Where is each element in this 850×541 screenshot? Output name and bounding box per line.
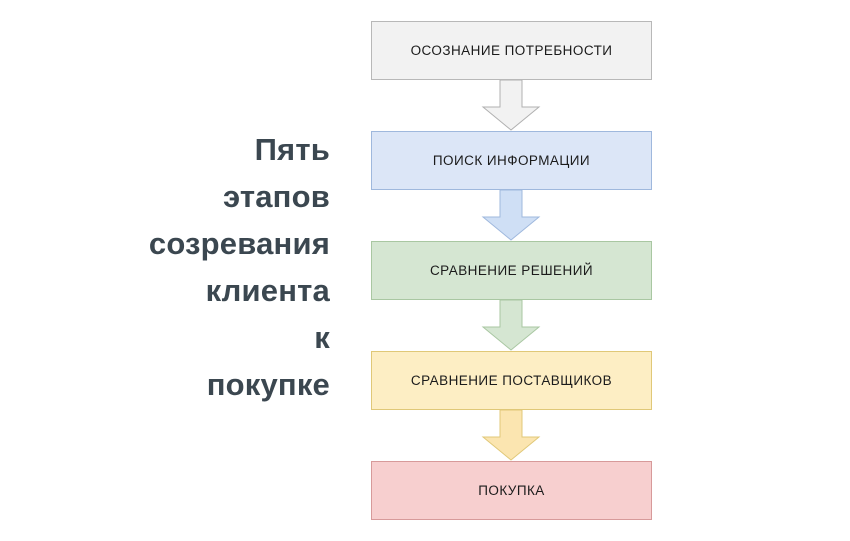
stage-flow-column: ОСОЗНАНИЕ ПОТРЕБНОСТИ ПОИСК ИНФОРМАЦИИ С… xyxy=(371,21,652,521)
down-block-arrow-icon xyxy=(475,190,547,241)
down-block-arrow-icon xyxy=(475,300,547,351)
stage-box-purchase[interactable]: ПОКУПКА xyxy=(371,461,652,520)
stage-box-information-search[interactable]: ПОИСК ИНФОРМАЦИИ xyxy=(371,131,652,190)
stage-label: ПОКУПКА xyxy=(478,483,545,498)
down-block-arrow-icon xyxy=(475,80,547,131)
down-block-arrow-icon xyxy=(475,410,547,461)
stage-box-vendor-comparison[interactable]: СРАВНЕНИЕ ПОСТАВЩИКОВ xyxy=(371,351,652,410)
stage-box-need-awareness[interactable]: ОСОЗНАНИЕ ПОТРЕБНОСТИ xyxy=(371,21,652,80)
stage-label: СРАВНЕНИЕ ПОСТАВЩИКОВ xyxy=(410,373,613,388)
stage-label: ПОИСК ИНФОРМАЦИИ xyxy=(432,153,591,168)
stage-label: ОСОЗНАНИЕ ПОТРЕБНОСТИ xyxy=(410,43,613,58)
stage-label: СРАВНЕНИЕ РЕШЕНИЙ xyxy=(429,263,593,278)
diagram-title: Пять этапов созревания клиента к покупке xyxy=(148,132,330,402)
stage-box-solution-comparison[interactable]: СРАВНЕНИЕ РЕШЕНИЙ xyxy=(371,241,652,300)
